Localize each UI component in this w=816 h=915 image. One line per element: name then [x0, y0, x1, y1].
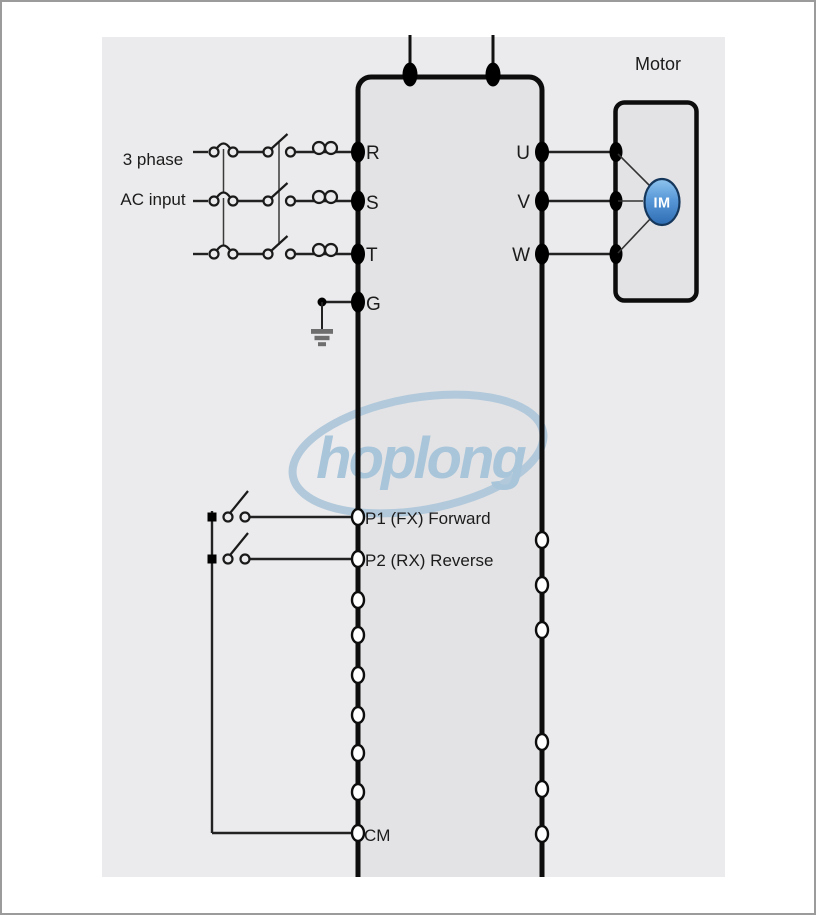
switch-pole-icon [239, 511, 251, 523]
induction-motor-icon [643, 177, 681, 227]
breaker-pole-icon [208, 195, 220, 207]
breaker-pole-icon [227, 146, 239, 158]
reactor-coil-icon [323, 140, 339, 156]
reactor-coil-icon [311, 140, 327, 156]
phase-row-r [193, 133, 365, 163]
terminal-circle [350, 782, 366, 802]
terminal-label-w: W [512, 245, 530, 266]
terminal-dot-g [351, 291, 365, 313]
motor-box: IM [609, 100, 699, 303]
terminal-dot-u [535, 141, 549, 163]
source-label-line1: 3 phase [123, 150, 184, 169]
switch-blade-icon [229, 490, 249, 514]
terminal-dot-t [351, 243, 365, 265]
phase-row-t [193, 235, 365, 265]
motor-symbol-label: IM [653, 196, 670, 212]
terminal-circle [350, 625, 366, 645]
terminal-circle-cm [350, 823, 366, 843]
contactor-pole-icon [262, 248, 274, 260]
breaker-pole-icon [227, 248, 239, 260]
switch-blade-icon [229, 532, 249, 556]
bus-node [207, 554, 217, 564]
terminal-circle [534, 779, 550, 799]
terminal-circle-p2 [350, 549, 366, 569]
control-circuit [207, 490, 352, 835]
earth-ground-icon [318, 342, 326, 347]
terminal-dot-w [535, 243, 549, 265]
breaker-pole-icon [208, 248, 220, 260]
reactor-coil-icon [323, 189, 339, 205]
output-wires [535, 141, 615, 265]
terminal-dot-v [535, 190, 549, 212]
breaker-pole-icon [208, 146, 220, 158]
contactor-pole-icon [262, 195, 274, 207]
contactor-pole-icon [284, 195, 297, 207]
terminal-circle [350, 705, 366, 725]
motor-terminal-dot [609, 244, 623, 264]
contactor-pole-icon [262, 146, 274, 158]
terminal-dot-s [351, 190, 365, 212]
phase-row-s [193, 182, 365, 212]
terminal-circle [534, 824, 550, 844]
switch-blade-icon [270, 133, 289, 150]
reactor-coil-icon [311, 242, 327, 258]
breaker-arc-icon [215, 142, 232, 150]
top-terminal-dot [485, 62, 501, 87]
terminal-label-r: R [366, 143, 380, 164]
terminal-circle [534, 575, 550, 595]
terminal-label-p1: P1 (FX) Forward [365, 509, 491, 528]
contactor-pole-icon [284, 146, 297, 158]
reactor-coil-icon [323, 242, 339, 258]
source-label-line2: AC input [120, 190, 185, 209]
terminal-circle [534, 732, 550, 752]
bus-node [207, 512, 217, 522]
motor-label: Motor [635, 54, 681, 74]
terminal-label-s: S [366, 193, 379, 214]
switch-pole-icon [239, 553, 251, 565]
terminal-circle [534, 530, 550, 550]
breaker-arc-icon [215, 191, 232, 199]
terminal-circle [350, 590, 366, 610]
reactor-coil-icon [311, 189, 327, 205]
terminal-circle-p1 [350, 507, 366, 527]
terminal-label-p2: P2 (RX) Reverse [365, 551, 493, 570]
terminal-label-v: V [517, 192, 530, 213]
top-terminal-dot [402, 62, 418, 87]
left-terminal-strip [350, 507, 366, 843]
switch-pole-icon [222, 553, 234, 565]
motor-terminal-dot [609, 142, 623, 162]
terminal-label-g: G [366, 294, 381, 315]
terminal-label-t: T [366, 245, 378, 266]
switch-pole-icon [222, 511, 234, 523]
switch-blade-icon [270, 182, 289, 199]
terminal-label-u: U [516, 143, 530, 164]
watermark-text: hoplong [316, 426, 526, 491]
breaker-pole-icon [227, 195, 239, 207]
breaker-arc-icon [215, 244, 232, 252]
ground-branch [311, 291, 365, 347]
contactor-pole-icon [284, 248, 297, 260]
motor-terminal-dot [609, 191, 623, 211]
terminal-dot-r [351, 141, 365, 163]
terminal-label-cm: CM [364, 826, 390, 845]
terminal-circle [350, 743, 366, 763]
switch-blade-icon [270, 235, 289, 252]
right-terminal-strip [534, 530, 550, 844]
earth-ground-icon [314, 335, 330, 341]
terminal-circle [534, 620, 550, 640]
inverter-box [355, 74, 545, 877]
terminal-circle [350, 665, 366, 685]
top-terminal-stubs [402, 35, 501, 87]
earth-ground-icon [311, 329, 333, 334]
